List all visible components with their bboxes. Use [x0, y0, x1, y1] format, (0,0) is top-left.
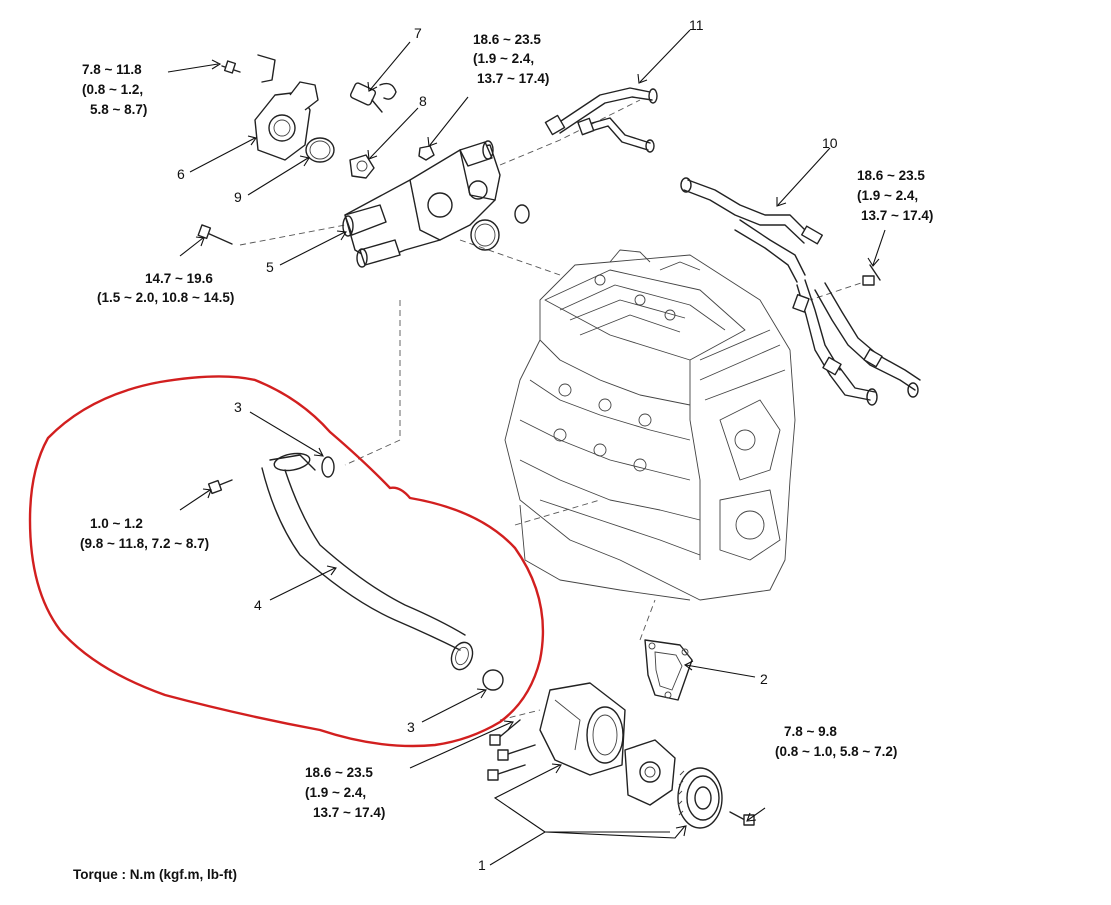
torque-line: 7.8 ~ 11.8 — [82, 62, 142, 77]
pulley — [677, 767, 723, 829]
torque-spec-pipe: 1.0 ~ 1.2 (9.8 ~ 11.8, 7.2 ~ 8.7) — [80, 516, 209, 551]
callout-7: 7 — [414, 25, 422, 41]
part-3-o-ring-upper — [321, 456, 335, 478]
part-6-outlet-fitting — [254, 54, 319, 161]
torque-line: (1.9 ~ 2.4, — [857, 188, 918, 203]
part-4-coolant-pipe — [261, 452, 474, 671]
assembly-guide-lines — [239, 99, 871, 721]
part-1-water-pump — [539, 682, 676, 806]
torque-line: 1.0 ~ 1.2 — [90, 516, 143, 531]
part-3-o-ring-lower — [482, 669, 504, 691]
callout-numbers: 1 2 3 3 4 5 6 7 8 9 10 11 — [177, 17, 838, 873]
callout-8: 8 — [419, 93, 427, 109]
callout-6: 6 — [177, 166, 185, 182]
callout-1: 1 — [478, 857, 486, 873]
part-8-fitting — [349, 154, 375, 179]
callout-3-upper: 3 — [234, 399, 242, 415]
callout-3-lower: 3 — [407, 719, 415, 735]
bolt-pipe — [207, 479, 233, 495]
torque-spec-top-center: 18.6 ~ 23.5 (1.9 ~ 2.4, 13.7 ~ 17.4) — [473, 32, 549, 86]
torque-line: (1.9 ~ 2.4, — [305, 785, 366, 800]
torque-line: 18.6 ~ 23.5 — [305, 765, 373, 780]
torque-line: (0.8 ~ 1.0, 5.8 ~ 7.2) — [775, 744, 897, 759]
torque-line: 18.6 ~ 23.5 — [473, 32, 541, 47]
engine-block — [504, 249, 796, 601]
callout-2: 2 — [760, 671, 768, 687]
torque-line: (0.8 ~ 1.2, — [82, 82, 143, 97]
bolt-right — [862, 264, 881, 286]
torque-units-note: Torque : N.m (kgf.m, lb-ft) — [73, 867, 237, 882]
torque-line: (9.8 ~ 11.8, 7.2 ~ 8.7) — [80, 536, 209, 551]
nut-top-center — [418, 145, 435, 161]
part-5-water-housing — [342, 140, 530, 268]
torque-line: 13.7 ~ 17.4) — [861, 208, 933, 223]
part-2-gasket — [644, 639, 693, 701]
torque-line: 5.8 ~ 8.7) — [90, 102, 147, 117]
part-10-hose-assembly — [680, 177, 921, 406]
part-9-o-ring — [305, 137, 335, 163]
torque-line: 13.7 ~ 17.4) — [313, 805, 385, 820]
torque-line: (1.5 ~ 2.0, 10.8 ~ 14.5) — [97, 290, 234, 305]
part-11-hose — [544, 87, 658, 153]
callout-10: 10 — [822, 135, 838, 151]
torque-line: 14.7 ~ 19.6 — [145, 271, 213, 286]
callout-9: 9 — [234, 189, 242, 205]
torque-line: 13.7 ~ 17.4) — [477, 71, 549, 86]
torque-spec-right: 18.6 ~ 23.5 (1.9 ~ 2.4, 13.7 ~ 17.4) — [857, 168, 933, 223]
torque-spec-pump-bolt: 18.6 ~ 23.5 (1.9 ~ 2.4, 13.7 ~ 17.4) — [305, 765, 385, 820]
torque-line: 18.6 ~ 23.5 — [857, 168, 925, 183]
callout-5: 5 — [266, 259, 274, 275]
torque-spec-pulley: 7.8 ~ 9.8 (0.8 ~ 1.0, 5.8 ~ 7.2) — [775, 724, 897, 759]
highlight-outline — [28, 375, 545, 748]
torque-line: 7.8 ~ 9.8 — [784, 724, 837, 739]
torque-spec-top-left: 7.8 ~ 11.8 (0.8 ~ 1.2, 5.8 ~ 8.7) — [82, 62, 147, 117]
callout-4: 4 — [254, 597, 262, 613]
callout-11: 11 — [689, 17, 704, 33]
bolt-top-left — [221, 60, 241, 74]
torque-line: (1.9 ~ 2.4, — [473, 51, 534, 66]
bolts-pump — [487, 719, 536, 781]
torque-spec-housing: 14.7 ~ 19.6 (1.5 ~ 2.0, 10.8 ~ 14.5) — [97, 271, 234, 305]
bolt-housing — [197, 224, 233, 245]
leader-lines — [167, 29, 886, 866]
